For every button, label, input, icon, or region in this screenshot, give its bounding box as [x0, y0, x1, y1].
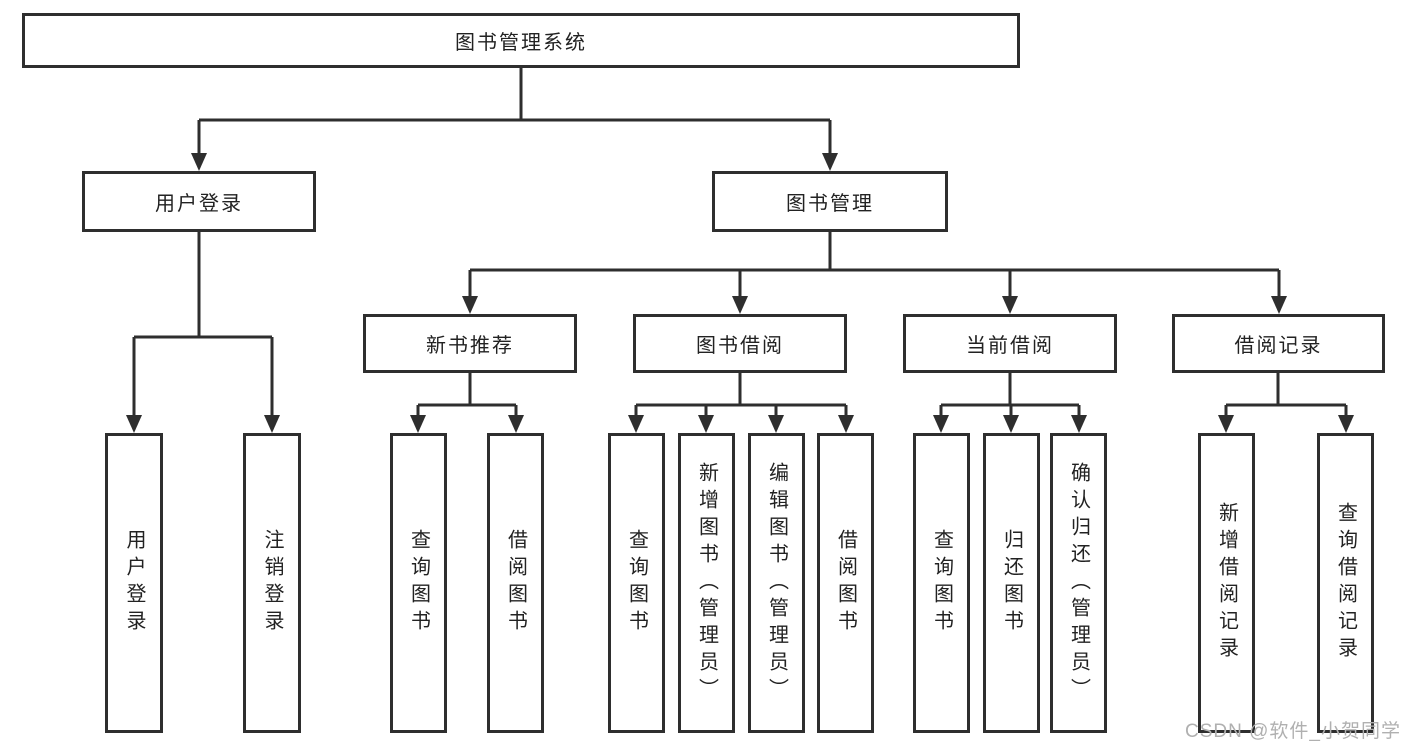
- node-book-management-label: 图书管理: [786, 193, 874, 215]
- leaf-newbooks-query-label: 查询图书: [407, 529, 430, 637]
- csdn-watermark: CSDN @软件_小贺同学: [1185, 721, 1401, 742]
- leaf-borrow-query-label: 查询图书: [625, 529, 648, 637]
- leaf-borrow-edit-book-label: 编辑图书（管理员）: [765, 461, 788, 705]
- node-book-management: 图书管理: [712, 171, 948, 232]
- leaf-borrow-add-book-label: 新增图书（管理员）: [695, 461, 718, 705]
- leaf-records-query: 查询借阅记录: [1317, 433, 1374, 733]
- leaf-newbooks-borrow: 借阅图书: [487, 433, 544, 733]
- leaf-borrow-edit-book: 编辑图书（管理员）: [748, 433, 805, 733]
- node-current-borrow: 当前借阅: [903, 314, 1117, 373]
- leaf-records-add: 新增借阅记录: [1198, 433, 1255, 733]
- leaf-borrow-add-book: 新增图书（管理员）: [678, 433, 735, 733]
- node-current-borrow-label: 当前借阅: [966, 335, 1054, 357]
- leaf-records-query-label: 查询借阅记录: [1334, 502, 1357, 664]
- node-book-borrow-label: 图书借阅: [696, 335, 784, 357]
- node-borrow-records: 借阅记录: [1172, 314, 1385, 373]
- leaf-user-login: 用户登录: [105, 433, 163, 733]
- leaf-current-return-label: 归还图书: [1000, 529, 1023, 637]
- node-new-book-recommend: 新书推荐: [363, 314, 577, 373]
- node-root: 图书管理系统: [22, 13, 1020, 68]
- leaf-records-add-label: 新增借阅记录: [1215, 502, 1238, 664]
- leaf-newbooks-borrow-label: 借阅图书: [504, 529, 527, 637]
- leaf-user-login-label: 用户登录: [123, 529, 145, 637]
- node-new-book-recommend-label: 新书推荐: [426, 335, 514, 357]
- leaf-current-query: 查询图书: [913, 433, 970, 733]
- node-user-login-label: 用户登录: [155, 193, 243, 215]
- node-root-label: 图书管理系统: [455, 32, 587, 54]
- leaf-borrow-borrow-book: 借阅图书: [817, 433, 874, 733]
- leaf-current-confirm-return: 确认归还（管理员）: [1050, 433, 1107, 733]
- leaf-logout: 注销登录: [243, 433, 301, 733]
- leaf-newbooks-query: 查询图书: [390, 433, 447, 733]
- leaf-borrow-borrow-book-label: 借阅图书: [834, 529, 857, 637]
- node-book-borrow: 图书借阅: [633, 314, 847, 373]
- leaf-current-return: 归还图书: [983, 433, 1040, 733]
- leaf-logout-label: 注销登录: [261, 529, 283, 637]
- leaf-current-query-label: 查询图书: [930, 529, 953, 637]
- node-borrow-records-label: 借阅记录: [1234, 335, 1323, 357]
- node-user-login: 用户登录: [82, 171, 316, 232]
- leaf-borrow-query: 查询图书: [608, 433, 665, 733]
- leaf-current-confirm-return-label: 确认归还（管理员）: [1067, 461, 1090, 705]
